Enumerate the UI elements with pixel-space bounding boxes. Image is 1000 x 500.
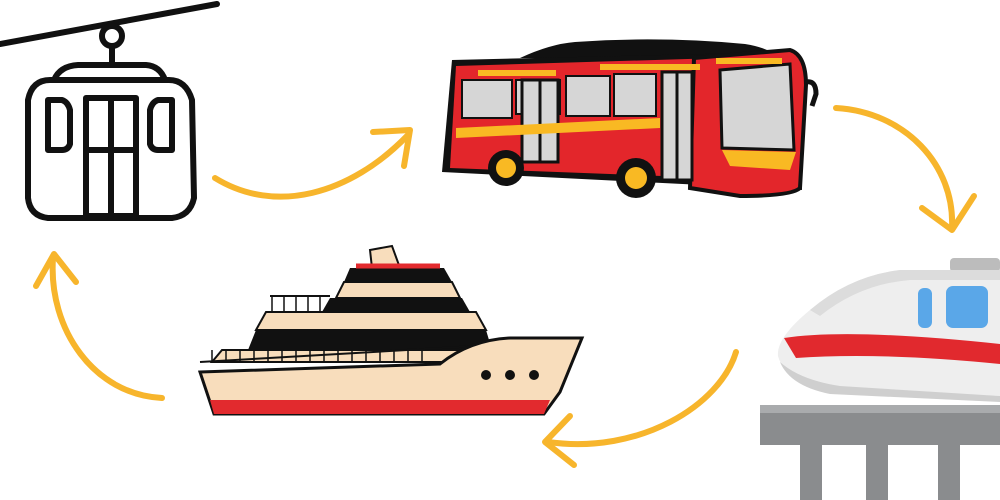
bus-icon [442, 39, 819, 199]
arrow-train-to-ship [542, 349, 739, 468]
arrow-gondola-to-bus [212, 127, 413, 200]
ship-icon [197, 244, 585, 416]
arrows [33, 105, 977, 468]
cable-car-icon [0, 1, 220, 221]
monorail-train-icon [760, 258, 1000, 500]
arrow-bus-to-train [833, 105, 977, 233]
arrow-ship-to-gondola [33, 251, 165, 401]
